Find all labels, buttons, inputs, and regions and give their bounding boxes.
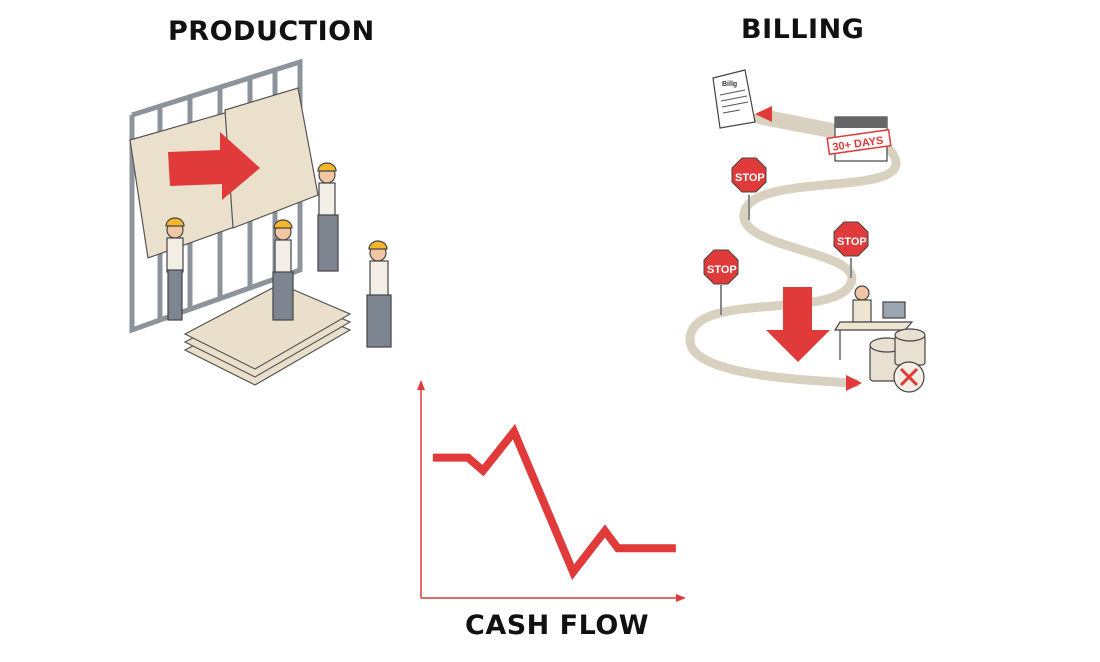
cash-flow-series-line: [432, 423, 676, 580]
cash-flow-title: CASH FLOW: [465, 610, 650, 641]
billing-title: BILLING: [741, 14, 865, 45]
production-title: PRODUCTION: [168, 16, 375, 47]
arrow-right-icon: [846, 375, 862, 391]
bill-document-label: Billg: [722, 81, 737, 88]
drywall-stack: [183, 283, 352, 386]
stop-sign-icon: STOP: [833, 221, 869, 278]
stop-sign-icon: STOP: [703, 249, 739, 315]
svg-text:STOP: STOP: [735, 172, 765, 184]
red-arrow-down-icon: [766, 287, 830, 362]
arrow-left-icon: [755, 106, 772, 122]
stop-signs: STOP STOP STOP: [703, 157, 869, 315]
x-axis-arrow-icon: [676, 594, 686, 602]
worker-figures: [165, 162, 392, 348]
accountant-at-desk: [833, 285, 914, 360]
stop-sign-icon: STOP: [731, 157, 767, 220]
calendar-icon: 30+ DAYS: [826, 116, 892, 162]
y-axis-arrow-icon: [417, 380, 425, 390]
bill-document-icon: Billg: [712, 69, 756, 129]
cancel-x-icon: [893, 361, 925, 393]
road-path: [685, 113, 901, 388]
svg-text:STOP: STOP: [707, 264, 737, 276]
svg-text:STOP: STOP: [837, 236, 867, 248]
red-arrow-right-icon: [168, 132, 260, 200]
